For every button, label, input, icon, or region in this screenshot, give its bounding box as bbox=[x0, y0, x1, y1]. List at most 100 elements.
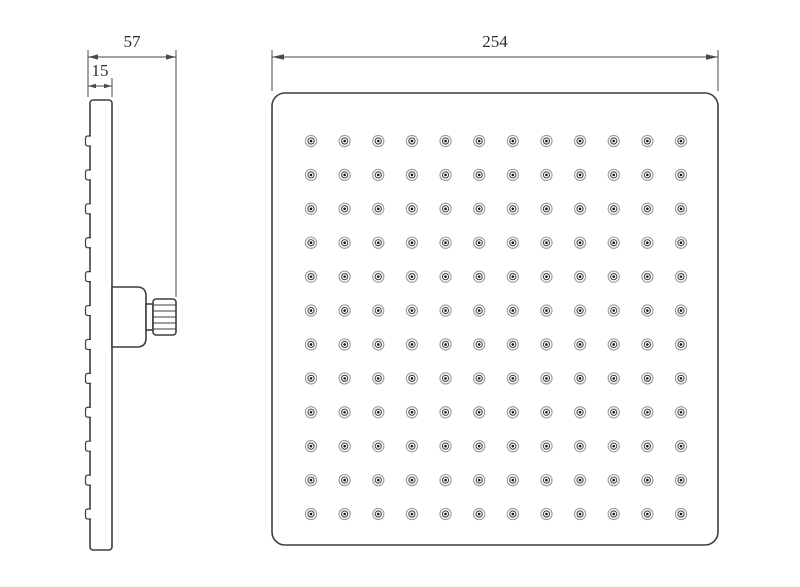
nozzle bbox=[304, 134, 318, 148]
nozzle bbox=[405, 406, 419, 419]
nozzle bbox=[473, 406, 486, 419]
nozzle bbox=[573, 406, 587, 419]
side-nozzle-bumps bbox=[84, 135, 91, 520]
nozzle bbox=[372, 406, 385, 419]
nozzle bbox=[573, 338, 587, 351]
nozzle bbox=[540, 304, 553, 317]
nozzle bbox=[506, 440, 519, 453]
nozzle bbox=[607, 134, 620, 148]
connector-neck bbox=[145, 303, 154, 331]
nozzle bbox=[405, 134, 419, 148]
nozzle bbox=[372, 507, 385, 521]
nozzle bbox=[304, 270, 318, 283]
nozzle bbox=[540, 168, 553, 182]
nozzle bbox=[607, 473, 620, 487]
nozzle bbox=[540, 372, 553, 385]
nozzle bbox=[506, 338, 519, 351]
nozzle bbox=[674, 372, 688, 385]
nozzle bbox=[641, 236, 654, 249]
nozzle bbox=[473, 134, 486, 148]
nozzle bbox=[338, 236, 351, 249]
dimension-plate-thickness: 15 bbox=[88, 61, 113, 97]
nozzle bbox=[473, 168, 486, 182]
side-nozzle-bump bbox=[84, 474, 91, 486]
nozzle bbox=[540, 202, 553, 215]
nozzle bbox=[573, 168, 587, 182]
side-plate-profile bbox=[89, 99, 113, 551]
dimension-total-depth: 57 bbox=[87, 32, 177, 297]
nozzle bbox=[405, 236, 419, 249]
nozzle bbox=[372, 168, 385, 182]
nozzle bbox=[439, 338, 452, 351]
nozzle bbox=[607, 372, 620, 385]
nozzle bbox=[405, 270, 419, 283]
nozzle bbox=[473, 473, 486, 487]
nozzle bbox=[338, 473, 351, 487]
nozzle bbox=[607, 304, 620, 317]
nozzle bbox=[607, 440, 620, 453]
nozzle bbox=[473, 202, 486, 215]
nozzle bbox=[573, 304, 587, 317]
side-nozzle-bump bbox=[84, 372, 91, 384]
dim-label-plate-thickness: 15 bbox=[92, 61, 109, 80]
nozzle bbox=[338, 202, 351, 215]
nozzle bbox=[439, 270, 452, 283]
nozzle bbox=[338, 440, 351, 453]
nozzle bbox=[439, 202, 452, 215]
nozzle bbox=[405, 304, 419, 317]
nozzle bbox=[405, 507, 419, 521]
nozzle bbox=[641, 338, 654, 351]
nozzle bbox=[338, 338, 351, 351]
nozzle bbox=[473, 507, 486, 521]
nozzle bbox=[405, 202, 419, 215]
side-nozzle-bump bbox=[84, 440, 91, 452]
nozzle bbox=[641, 270, 654, 283]
nozzle bbox=[607, 236, 620, 249]
nozzle bbox=[506, 236, 519, 249]
nozzle bbox=[674, 236, 688, 249]
nozzle bbox=[674, 473, 688, 487]
nozzle bbox=[506, 473, 519, 487]
nozzle bbox=[540, 507, 553, 521]
side-nozzle-bump bbox=[84, 508, 91, 520]
nozzle bbox=[540, 473, 553, 487]
nozzle bbox=[405, 440, 419, 453]
dim-label-face-width: 254 bbox=[482, 32, 508, 51]
nozzle bbox=[439, 372, 452, 385]
nozzle bbox=[607, 270, 620, 283]
nozzle bbox=[674, 406, 688, 419]
nozzle bbox=[338, 134, 351, 148]
nozzle bbox=[506, 168, 519, 182]
mount-bracket bbox=[111, 286, 147, 348]
arrowhead-icon bbox=[88, 54, 98, 60]
side-view bbox=[84, 99, 177, 551]
nut-rib-lines bbox=[153, 304, 176, 330]
nozzle bbox=[304, 304, 318, 317]
nozzle bbox=[372, 372, 385, 385]
nozzle bbox=[641, 372, 654, 385]
nozzle-grid bbox=[304, 134, 688, 521]
nozzle bbox=[674, 440, 688, 453]
nozzle bbox=[372, 236, 385, 249]
nozzle bbox=[506, 406, 519, 419]
nozzle bbox=[573, 202, 587, 215]
arrowhead-icon bbox=[706, 54, 718, 60]
side-nozzle-bump bbox=[84, 304, 91, 317]
nozzle bbox=[473, 372, 486, 385]
nozzle bbox=[674, 202, 688, 215]
nozzle bbox=[540, 338, 553, 351]
nozzle bbox=[540, 236, 553, 249]
nozzle bbox=[674, 134, 688, 148]
nozzle bbox=[641, 507, 654, 521]
nozzle bbox=[573, 440, 587, 453]
arrowhead-icon bbox=[88, 83, 96, 89]
nozzle bbox=[607, 338, 620, 351]
nozzle bbox=[506, 202, 519, 215]
nozzle bbox=[338, 168, 351, 182]
nozzle bbox=[473, 440, 486, 453]
nozzle bbox=[607, 507, 620, 521]
arrowhead-icon bbox=[166, 54, 176, 60]
nozzle bbox=[405, 338, 419, 351]
nozzle bbox=[641, 473, 654, 487]
side-nozzle-bump bbox=[84, 237, 91, 249]
